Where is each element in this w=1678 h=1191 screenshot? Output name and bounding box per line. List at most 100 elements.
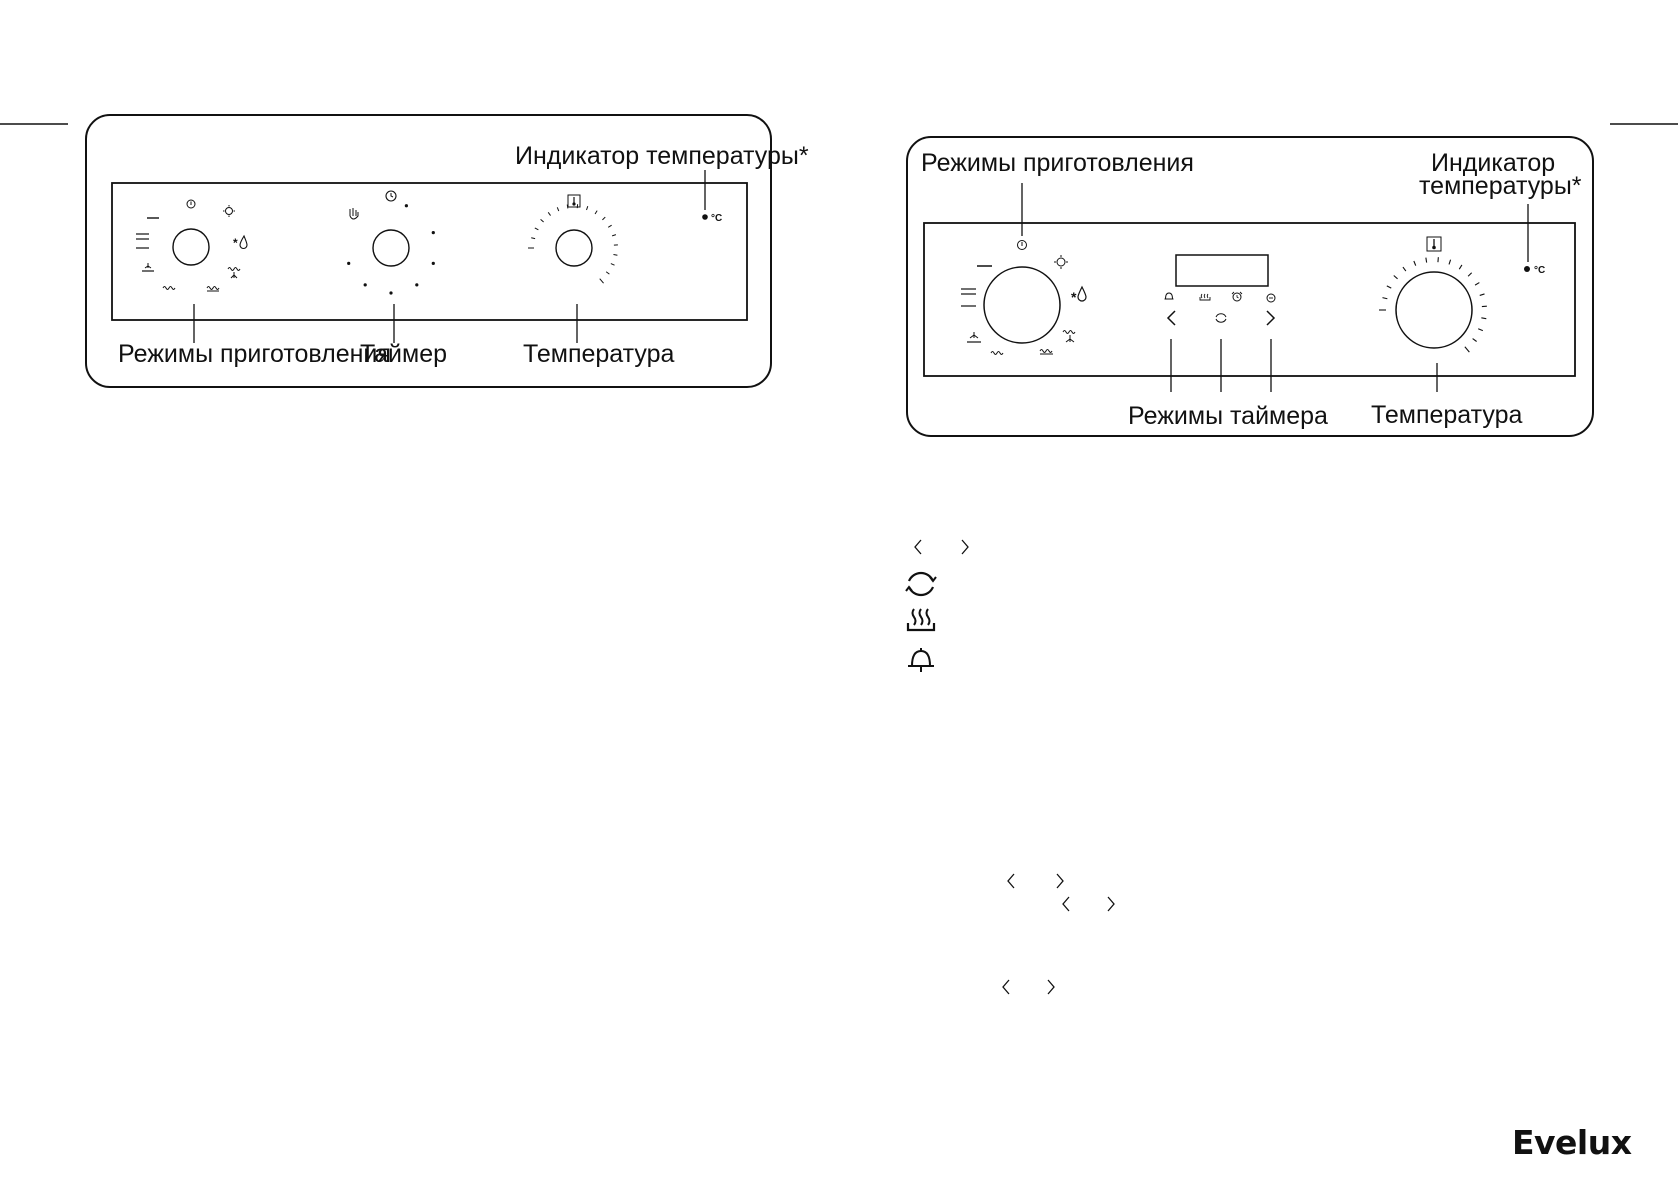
right-modes-knob: * [961,240,1087,355]
alarm-clock-icon [1231,291,1243,302]
left-temp-indicator-label: Индикатор температуры* [515,142,809,170]
left-timer-label: Таймер [360,340,447,368]
left-arrow-button-icon [1166,310,1176,326]
right-panel-frame [906,136,1594,437]
manual-hand-icon [349,208,359,220]
left-temperature-knob-body [555,229,593,267]
inline-arrows-row-2 [1062,896,1115,912]
scale-tick [540,218,544,223]
right-timer-module [1164,254,1276,392]
scale-tick [586,206,589,211]
bell-icon [908,648,934,672]
scale-tick [1458,264,1463,270]
top-bottom-heat-icon [136,233,149,249]
scale-tick [1477,328,1484,332]
scale-tick [556,207,560,212]
left-temp-indicator-dot [702,214,708,220]
scale-tick [599,278,604,284]
left-temperature-knob [528,194,618,284]
grill-icon [162,286,176,290]
left-panel-frame [85,114,772,388]
right-modes-knob-body [983,266,1061,344]
power-off-icon [186,199,196,209]
left-modes-knob: * [136,199,248,292]
right-temp-indicator-line1: Индикатор [1431,149,1555,177]
defrost-icon: * [233,234,248,250]
scale-tick [1481,317,1487,320]
cycle-icon [905,571,937,597]
scale-tick [602,216,606,221]
lamp-icon [1054,255,1068,269]
top-bottom-heat-icon [961,288,976,307]
left-right-arrows-icon [1007,873,1064,889]
right-modes-label: Режимы приготовления [921,149,1194,177]
scale-tick [1413,260,1417,266]
scale-tick [1474,282,1480,286]
left-modes-knob-body [172,228,210,266]
grill-fan-icon [1062,330,1076,343]
bell-icon [1164,292,1174,300]
scale-tick [605,271,610,275]
scale-tick [547,212,551,216]
scale-tick [1402,266,1407,272]
left-right-arrows-icon [914,539,969,555]
scale-dot [363,283,367,287]
scale-tick [566,204,569,209]
scale-tick [1386,285,1392,289]
left-panel-faceplate [111,182,748,321]
symbols-legend [905,539,969,672]
right-arrow-button-icon [1266,310,1276,326]
thermometer-icon [1426,236,1442,252]
scale-tick [607,224,612,228]
fan-bottom-heat-icon [142,263,154,272]
clock-icon [385,190,397,202]
fan-bottom-heat-icon [967,332,981,343]
scale-dot [404,204,408,208]
grill-top-icon [206,286,220,292]
right-temperature-knob [1379,236,1487,353]
scale-tick [1467,272,1473,277]
left-temperature-label: Температура [523,340,675,368]
left-modes-label: Режимы приготовления [118,340,391,368]
left-celsius-label: °C [711,213,722,224]
defrost-icon: * [1071,285,1087,305]
right-timer-modes-label: Режимы таймера [1128,402,1328,430]
svg-text:*: * [233,236,238,250]
scale-dot [431,231,435,235]
scale-tick [1448,259,1452,265]
scale-tick [1479,293,1485,296]
scale-tick [610,263,615,266]
grill-top-icon [1039,349,1053,355]
timer-scale-dots [347,204,435,295]
scale-dot [431,261,435,265]
left-timer-knob [347,190,435,295]
left-right-arrows-icon [1002,979,1055,995]
right-temperature-label: Температура [1371,401,1523,429]
scale-tick [1393,275,1398,280]
grill-icon [990,351,1004,355]
scale-dot [389,291,393,295]
inline-arrows-row-1 [1007,873,1064,889]
inline-arrows-row-3 [1002,979,1055,995]
steam-heat-icon [1199,293,1211,301]
right-panel-faceplate [923,222,1576,377]
scale-tick [534,227,539,231]
cycle-icon [1215,313,1227,323]
thermometer-icon [567,194,581,208]
timer-display [1175,254,1269,287]
right-temp-indicator-dot [1524,266,1530,272]
right-celsius-label: °C [1534,265,1545,276]
scale-tick [1382,297,1388,300]
scale-dot [415,283,419,287]
left-right-arrows-icon [1062,896,1115,912]
right-control-panel: Режимы приготовления Индикатор температу… [906,136,1594,437]
right-temperature-knob-body [1395,271,1473,349]
scale-tick [594,210,598,215]
evelux-logo: Evelux [1512,1123,1632,1162]
svg-text:*: * [1071,289,1077,305]
evelux-logo-text: Evelux [1512,1123,1632,1162]
power-off-icon [1017,240,1027,250]
right-temperature-scale-ticks [1379,257,1487,353]
